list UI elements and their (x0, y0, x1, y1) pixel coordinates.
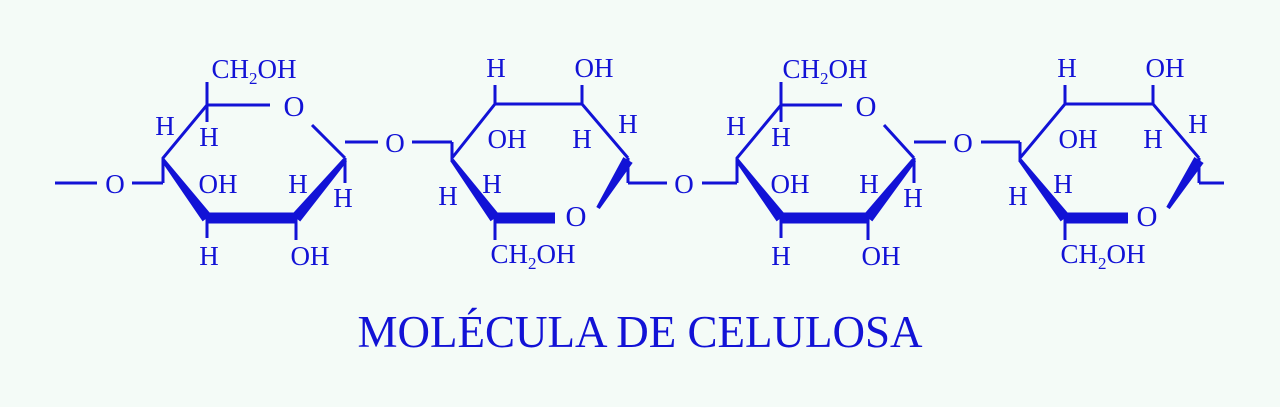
ch2oh-label-4: CH2OH (1060, 239, 1145, 273)
ch2oh-label-2: CH2OH (490, 239, 575, 273)
glycosidic-oxygen-2: O (385, 128, 405, 158)
h-label-1d: H (288, 169, 308, 199)
ring-front-left-2 (450, 158, 500, 222)
ring-front-right-4 (1166, 157, 1204, 210)
ring-top-bonds-2 (450, 102, 630, 163)
ring-top-bonds-4 (1018, 102, 1201, 163)
h-label-2b: H (572, 124, 592, 154)
glycosidic-oxygen-3: O (674, 169, 694, 199)
h-label-1c: H (199, 241, 219, 271)
h-label-4b: H (1143, 124, 1163, 154)
glycosidic-oxygen-4: O (953, 128, 973, 158)
h-label-2a: H (486, 53, 506, 83)
oh-label-2a: OH (575, 53, 614, 83)
oh-label-3a: OH (771, 169, 810, 199)
ch2oh-label-1: CH2OH (211, 54, 296, 88)
oh-label-4a: OH (1146, 53, 1185, 83)
oh-label-3b: OH (862, 241, 901, 271)
bond-ringo-c1-1 (310, 123, 347, 160)
h-label-3d: H (859, 169, 879, 199)
ring-front-left-4 (1018, 158, 1070, 222)
h-label-2d: H (438, 181, 458, 211)
h-label-2c: H (618, 109, 638, 139)
bond-ringo-c1-3 (882, 123, 916, 160)
ring-oxygen-4: O (1137, 201, 1158, 233)
h-label-1b: H (155, 111, 175, 141)
ring-front-left-1 (161, 158, 212, 222)
h-label-3c: H (771, 241, 791, 271)
diagram-title: MOLÉCULA DE CELULOSA (357, 307, 923, 357)
ring-top-bonds-3 (735, 103, 842, 183)
oh-label-2b: OH (488, 124, 527, 154)
ch2oh-label-3: CH2OH (782, 54, 867, 88)
ring-top-bonds-1 (161, 103, 270, 183)
h-label-4a: H (1057, 53, 1077, 83)
h-label-3e: H (903, 183, 923, 213)
oh-label-4b: OH (1059, 124, 1098, 154)
ring-front-right-3 (863, 158, 916, 222)
ring-oxygen-2: O (566, 201, 587, 233)
h-label-4c: H (1188, 109, 1208, 139)
h-label-3b: H (726, 111, 746, 141)
ring-oxygen-3: O (856, 91, 877, 123)
ring-oxygen-1: O (284, 91, 305, 123)
ring-front-right-1 (291, 158, 347, 222)
glycosidic-oxygen-1: O (105, 169, 125, 199)
h-label-4e: H (1053, 169, 1073, 199)
h-label-1e: H (333, 183, 353, 213)
oh-label-1b: OH (291, 241, 330, 271)
h-label-4d: H (1008, 181, 1028, 211)
h-label-1a: H (199, 122, 219, 152)
h-label-3a: H (771, 122, 791, 152)
ring-front-left-3 (735, 158, 786, 222)
h-label-2e: H (482, 169, 502, 199)
oh-label-1a: OH (199, 169, 238, 199)
ring-front-right-2 (596, 157, 633, 210)
